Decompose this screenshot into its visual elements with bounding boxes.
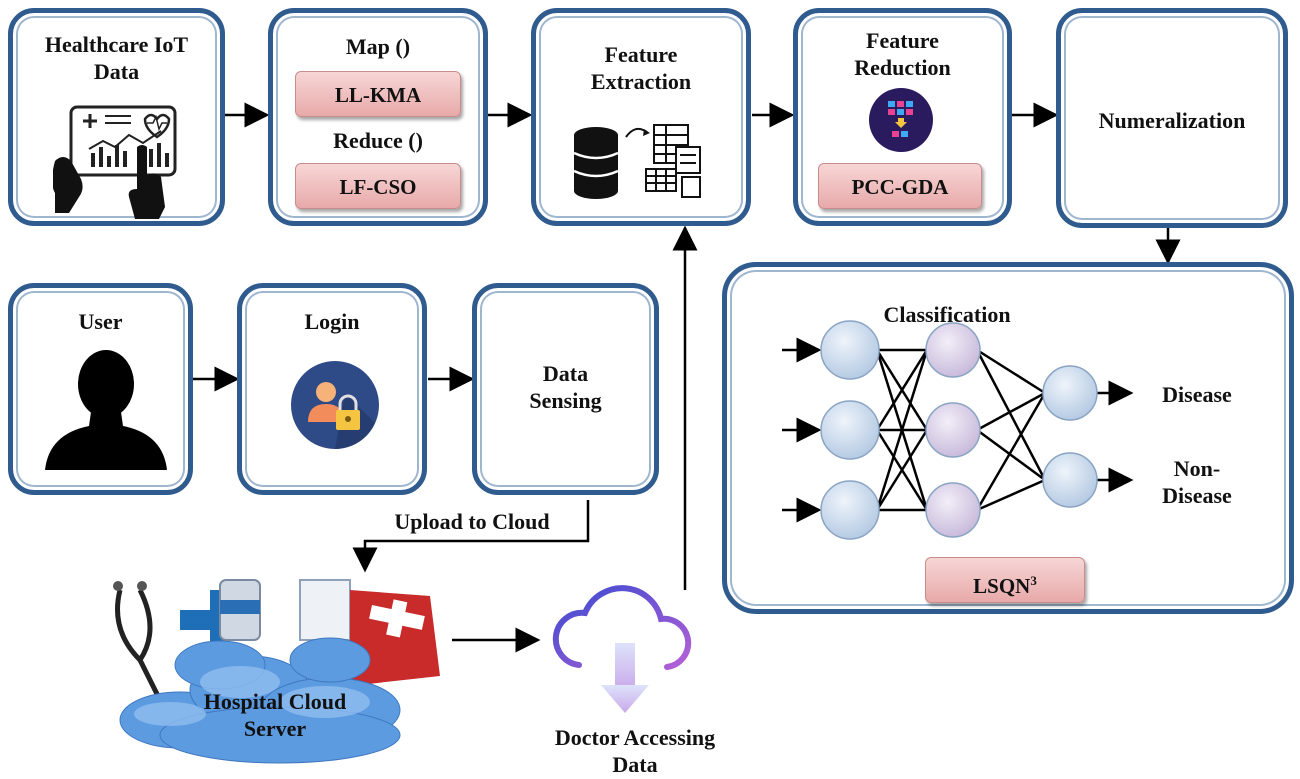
output-disease: Disease — [1162, 382, 1232, 407]
doctor-label: Doctor Accessing Data — [554, 725, 716, 777]
lsqn-superscript: 3 — [1030, 573, 1037, 588]
lsqn-label: LSQN — [973, 574, 1031, 598]
user-lock-icon — [291, 361, 379, 449]
box-data-sensing: Data Sensing — [472, 283, 659, 495]
login-title: Login — [304, 309, 360, 334]
user-silhouette-icon — [45, 350, 167, 470]
lsqn-pill: LSQN3 — [925, 557, 1085, 603]
hospital-label: Hospital Cloud Server — [203, 689, 347, 741]
numeralization-title: Numeralization — [1098, 108, 1246, 133]
user-title: User — [78, 309, 123, 334]
input-node — [820, 400, 880, 460]
extraction-title: Feature Extraction — [590, 42, 692, 94]
reduce-label: Reduce () — [333, 128, 423, 153]
classification-title: Classification — [883, 302, 1011, 327]
box-mapreduce: Map () LL-KMA Reduce () LF-CSO — [268, 8, 488, 226]
hidden-node — [925, 322, 981, 378]
iot-title: Healthcare IoT Data — [44, 32, 189, 84]
box-numeralization: Numeralization — [1056, 8, 1288, 228]
hidden-node — [925, 402, 981, 458]
neural-network-diagram — [782, 320, 1134, 540]
reduction-icon — [869, 88, 933, 152]
output-node — [1042, 452, 1098, 508]
box-user: User — [8, 283, 193, 495]
box-feature-extraction: Feature Extraction — [531, 8, 751, 226]
output-node — [1042, 365, 1098, 421]
tablet-hands-icon — [53, 105, 177, 219]
box-healthcare-iot: Healthcare IoT Data — [8, 8, 225, 226]
sensing-title: Data Sensing — [529, 361, 602, 413]
output-non-disease: Non-Disease — [1162, 456, 1232, 508]
box-login: Login — [237, 283, 427, 495]
upload-label: Upload to Cloud — [394, 509, 550, 534]
ll-kma-pill: LL-KMA — [295, 71, 461, 117]
database-table-icon — [573, 124, 701, 199]
lf-cso-pill: LF-CSO — [295, 163, 461, 209]
hospital-cloud-server-icon — [113, 579, 440, 764]
pcc-gda-pill: PCC-GDA — [818, 163, 982, 209]
box-classification: Classification — [722, 262, 1294, 614]
input-node — [820, 480, 880, 540]
input-node — [820, 320, 880, 380]
hidden-node — [925, 482, 981, 538]
map-label: Map () — [345, 34, 411, 59]
arrow-upload-to-cloud — [352, 500, 590, 573]
cloud-download-icon — [552, 585, 692, 713]
reduction-title: Feature Reduction — [854, 28, 951, 80]
box-feature-reduction: Feature Reduction PCC-GDA — [793, 8, 1012, 226]
